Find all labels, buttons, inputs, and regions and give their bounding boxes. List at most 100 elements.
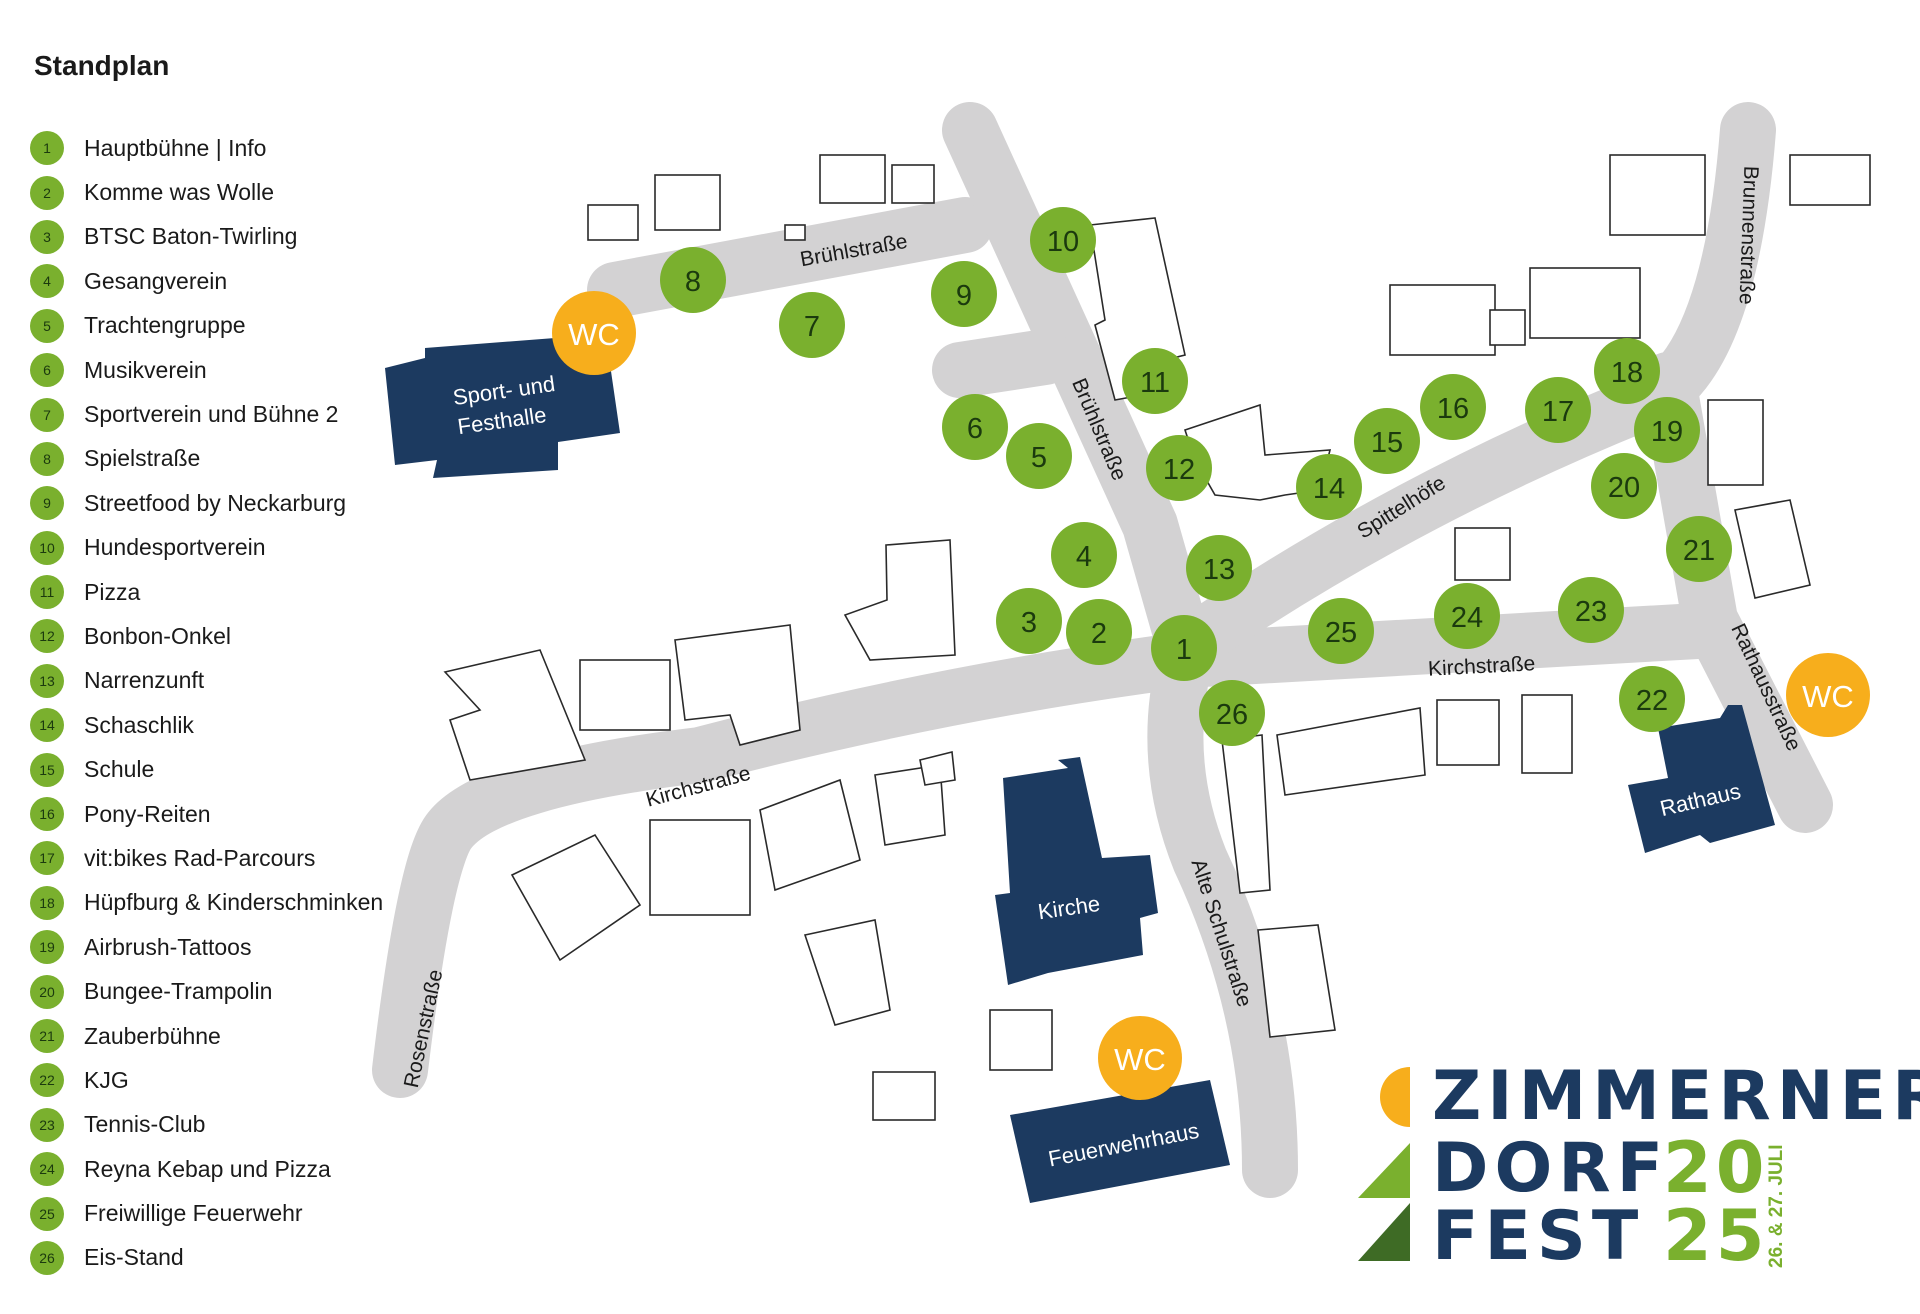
stand-marker-number: 5 [1031,442,1047,474]
building [819,154,886,204]
legend-label: Schule [84,756,155,783]
building [510,833,642,962]
building [1389,284,1496,356]
legend-number-badge: 2 [30,175,64,210]
legend-number-badge: 21 [30,1019,64,1053]
stand-marker-number: 21 [1683,535,1715,567]
legend-title: Standplan [34,50,170,81]
legend-label: Spielstraße [84,445,201,472]
stand-marker-19[interactable]: 19 [1634,397,1700,463]
stand-marker-number: 1 [1176,634,1192,666]
legend-label: Hundesportverein [84,534,266,561]
stand-marker-16[interactable]: 16 [1420,374,1486,440]
legend-label: Komme was Wolle [84,179,275,206]
legend-number-badge: 25 [30,1196,64,1231]
legend-label: Bonbon-Onkel [84,622,232,649]
wc-marker-rathaus[interactable]: WC [1786,653,1870,737]
stand-marker-14[interactable]: 14 [1296,454,1362,520]
stand-marker-21[interactable]: 21 [1666,516,1732,582]
legend-item: 25 Freiwillige Feuerwehr [30,1191,383,1235]
wc-label: WC [1114,1042,1166,1077]
stand-marker-4[interactable]: 4 [1051,522,1117,588]
street-bruehl-side [932,329,1073,398]
legend-label: Musikverein [84,356,207,383]
legend-number-badge: 14 [30,708,64,743]
legend-label: KJG [84,1066,129,1093]
stand-marker-13[interactable]: 13 [1186,535,1252,601]
stand-marker-20[interactable]: 20 [1591,453,1657,519]
building [1529,267,1641,339]
stand-marker-24[interactable]: 24 [1434,583,1500,649]
legend-label: Freiwillige Feuerwehr [84,1200,303,1227]
building [1609,154,1706,236]
legend-label: Pony-Reiten [84,800,211,827]
wc-marker-sporthalle[interactable]: WC [552,291,636,375]
stand-marker-22[interactable]: 22 [1619,666,1685,732]
building [1436,699,1500,766]
legend-item: 20 Bungee-Trampolin [30,969,383,1013]
stand-marker-17[interactable]: 17 [1525,377,1591,443]
legend-number-badge: 9 [30,486,64,521]
logo-dates: 26. & 27. JULI [1766,1144,1787,1268]
stand-marker-1[interactable]: 1 [1151,615,1217,681]
building [989,1009,1053,1071]
stand-marker-number: 23 [1575,596,1607,628]
stand-marker-11[interactable]: 11 [1122,348,1188,414]
building [1276,707,1426,796]
stand-marker-12[interactable]: 12 [1146,435,1212,501]
stand-marker-number: 20 [1608,472,1640,504]
stand-marker-3[interactable]: 3 [996,588,1062,654]
stand-marker-8[interactable]: 8 [660,247,726,313]
logo-line-zimmerner: ZIMMERNER [1432,1057,1920,1136]
stand-marker-26[interactable]: 26 [1199,680,1265,746]
stand-marker-15[interactable]: 15 [1354,408,1420,474]
stand-marker-number: 26 [1216,699,1248,731]
stand-marker-25[interactable]: 25 [1308,598,1374,664]
stand-marker-9[interactable]: 9 [931,261,997,327]
legend-number-badge: 3 [30,219,64,254]
logo-graphic-shapes [1358,1067,1410,1261]
building-outlines [443,154,1871,1121]
logo-dark-green-triangle [1358,1203,1410,1261]
legend-label: vit:bikes Rad-Parcours [84,844,316,871]
wc-marker-feuerwehrhaus[interactable]: WC [1098,1016,1182,1100]
legend-number-badge: 23 [30,1107,64,1142]
building [919,751,956,786]
wc-label: WC [568,317,620,352]
legend-number-badge: 12 [30,619,64,654]
stand-marker-10[interactable]: 10 [1030,207,1096,273]
kirche-building [995,757,1158,985]
wc-markers: WC WC WC [552,291,1870,1100]
stand-marker-5[interactable]: 5 [1006,423,1072,489]
street-label-kirch-east: Kirchstraße [1427,652,1535,681]
legend-label: Narrenzunft [84,667,205,694]
legend-item: 5 Trachtengruppe [30,304,383,348]
stand-marker-number: 14 [1313,473,1345,505]
stand-marker-6[interactable]: 6 [942,394,1008,460]
stand-marker-2[interactable]: 2 [1066,599,1132,665]
legend-label: Bungee-Trampolin [84,978,273,1005]
legend-number-badge: 5 [30,308,64,343]
stand-marker-number: 25 [1325,617,1357,649]
legend-number-badge: 20 [30,974,64,1009]
legend-label: Schaschlik [84,711,194,738]
stand-marker-18[interactable]: 18 [1594,338,1660,404]
building [579,659,671,731]
street-kirch-west [372,632,1213,1098]
legend-label: Airbrush-Tattoos [84,933,252,960]
stand-marker-number: 15 [1371,427,1403,459]
legend-number-badge: 24 [30,1152,64,1187]
stand-marker-number: 8 [685,266,701,298]
legend-label: Sportverein und Bühne 2 [84,401,339,428]
stand-marker-23[interactable]: 23 [1558,577,1624,643]
legend-label: Trachtengruppe [84,312,246,339]
stand-marker-7[interactable]: 7 [779,292,845,358]
